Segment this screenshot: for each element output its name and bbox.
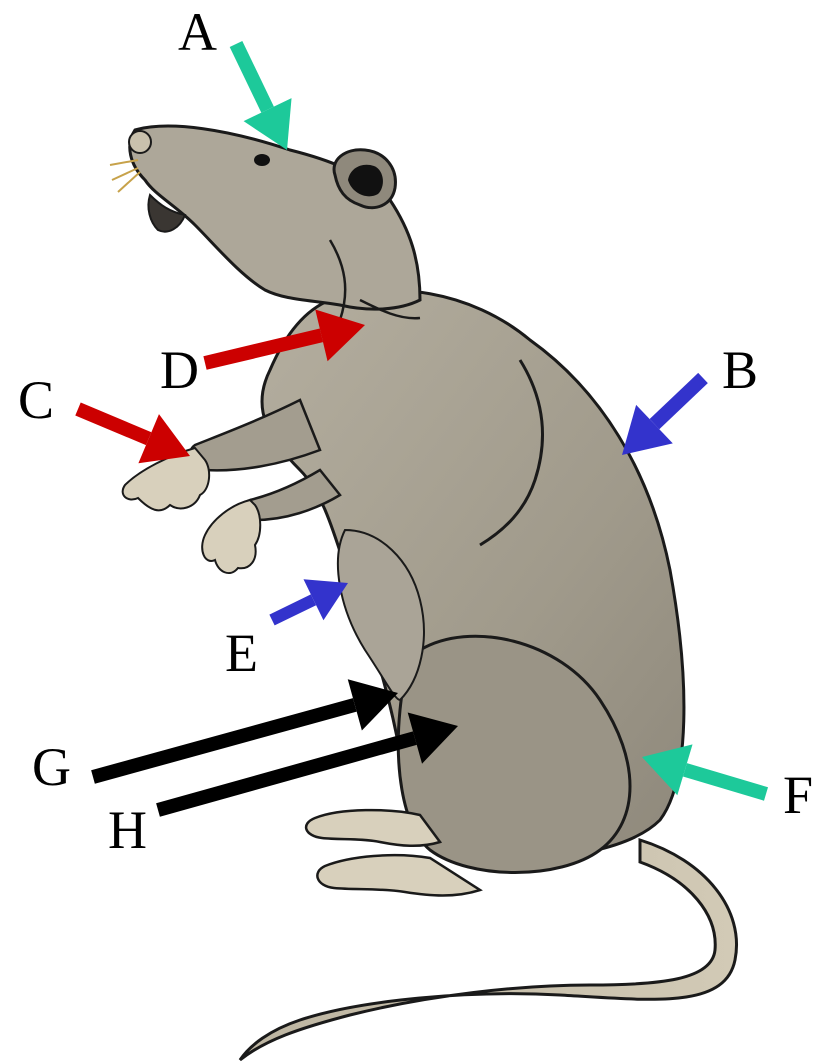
label-d: D [160, 343, 199, 397]
rat-nose [129, 131, 151, 153]
label-g: G [32, 740, 71, 794]
rat-eye [254, 154, 270, 166]
label-f: F [783, 768, 813, 822]
arrow-a-shaft [236, 44, 268, 110]
rat-tail [240, 840, 737, 1060]
arrow-e-shaft [272, 600, 313, 620]
arrow-f-shaft [685, 770, 766, 794]
arrow-b-shaft [654, 378, 703, 424]
label-h: H [108, 803, 147, 857]
rat-hind-foot-upper [306, 810, 440, 846]
rat-front-paw-lower [202, 500, 260, 573]
arrow-c-shaft [78, 409, 149, 439]
label-e: E [225, 626, 258, 680]
label-b: B [722, 343, 758, 397]
label-a: A [178, 5, 217, 59]
label-c: C [18, 373, 54, 427]
